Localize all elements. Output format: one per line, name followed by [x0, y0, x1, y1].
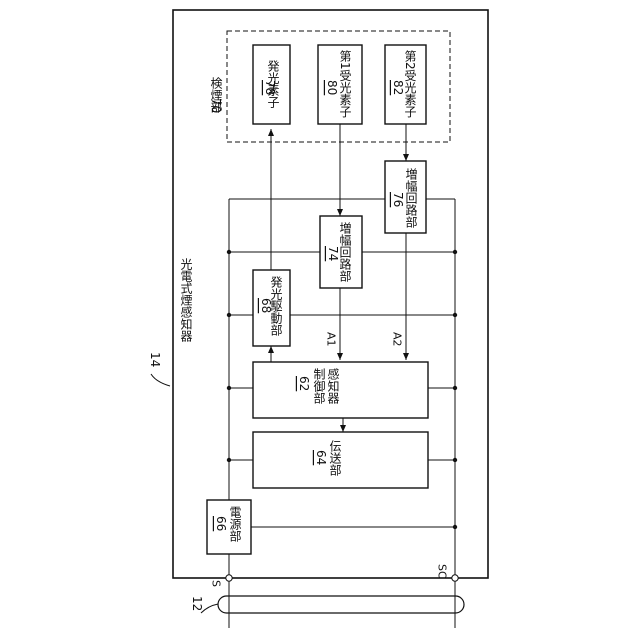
- controller-label-line1: 感知器: [326, 367, 340, 405]
- power-block: 電源部 66: [207, 500, 251, 554]
- device-title: 光電式煙感知器: [179, 258, 193, 343]
- power-label: 電源部: [228, 506, 242, 542]
- controller-label-line2: 制御部: [312, 368, 326, 404]
- signal-a1-label: A1: [325, 332, 338, 347]
- transmitter-block: 伝送部 64: [253, 432, 428, 488]
- driver-number: 68: [259, 298, 273, 313]
- power-number: 66: [214, 516, 228, 531]
- light-emitter-block: 発光素子 78: [253, 45, 290, 124]
- controller-number: 62: [297, 376, 311, 391]
- ref-14: 14: [148, 352, 162, 367]
- terminal-s-label: S: [210, 580, 223, 587]
- ref-12: 12: [190, 596, 204, 611]
- terminal-sc: [452, 575, 458, 581]
- signal-line-bundle: [218, 596, 464, 613]
- receiver1-block: 第1受光素子 80: [318, 45, 362, 124]
- terminal-s: [226, 575, 232, 581]
- receiver1-label: 第1受光素子: [338, 50, 352, 118]
- amp76-number: 76: [391, 192, 405, 207]
- amp74-label: 増幅回路部: [338, 222, 352, 282]
- amp74-block: 増幅回路部 74: [320, 216, 362, 288]
- controller-block: 感知器 制御部 62: [253, 362, 428, 418]
- receiver2-label: 第2受光素子: [403, 50, 417, 118]
- amp76-block: 増幅回路部 76: [385, 161, 426, 233]
- light-emitter-number: 78: [263, 80, 277, 95]
- detection-label: 検煙部: [209, 77, 223, 113]
- driver-block: 発光駆動部 68: [253, 270, 290, 346]
- receiver2-block: 第2受光素子 82: [385, 45, 426, 124]
- transmitter-label: 伝送部: [328, 440, 342, 476]
- receiver1-number: 80: [325, 80, 339, 95]
- transmitter-number: 64: [314, 450, 328, 465]
- amp76-label: 増幅回路部: [404, 168, 418, 228]
- receiver2-number: 82: [391, 80, 405, 95]
- amp74-number: 74: [326, 246, 340, 261]
- terminal-sc-label: SC: [436, 564, 449, 579]
- ref-14-leader: [151, 374, 170, 386]
- signal-a2-label: A2: [391, 332, 404, 347]
